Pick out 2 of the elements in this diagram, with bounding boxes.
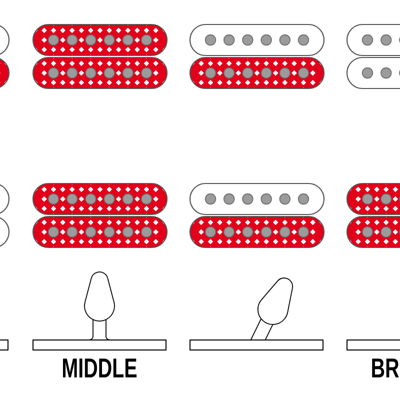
position-label: BR bbox=[372, 358, 399, 378]
position-label: MIDDLE bbox=[63, 358, 137, 378]
